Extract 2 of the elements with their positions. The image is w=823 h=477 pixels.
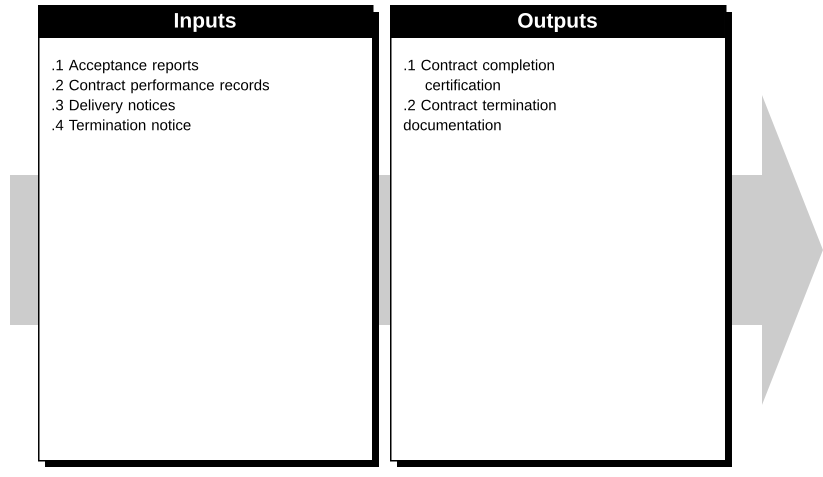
list-box: Inputs .1 Acceptance reports .2 Contract performance records .3 Delivery notices .4 Termination notice bbox=[38, 5, 379, 467]
list-box: Outputs .1 Contract completion certification .2 Contract termination documentation bbox=[390, 5, 732, 467]
